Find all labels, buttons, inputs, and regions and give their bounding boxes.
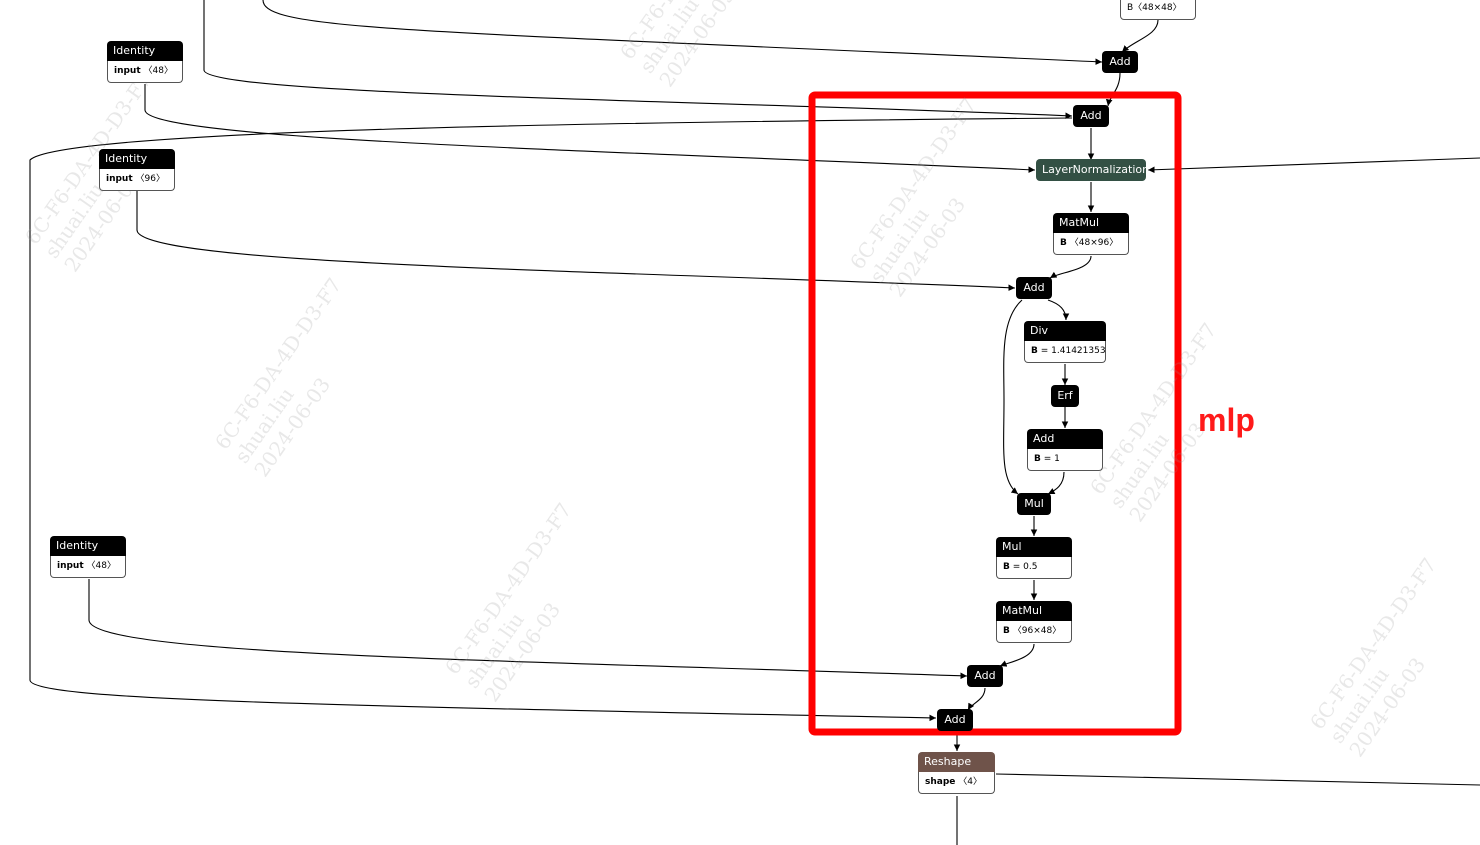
node-attr: B 〈48×96〉 xyxy=(1053,233,1129,255)
node-reshape[interactable]: Reshape shape 〈4〉 xyxy=(918,752,995,794)
node-title: Mul xyxy=(1017,493,1051,515)
edge xyxy=(1049,255,1092,279)
edge xyxy=(1105,72,1121,107)
node-title: Add xyxy=(937,709,973,731)
node-mul-2[interactable]: Mul B = 0.5 xyxy=(996,537,1072,579)
edge xyxy=(1047,299,1070,321)
node-top-matmul-b[interactable]: B〈48×48〉 xyxy=(1120,0,1196,20)
edge xyxy=(1047,471,1065,495)
node-title: Add xyxy=(1073,105,1109,127)
node-attr: B = 0.5 xyxy=(996,557,1072,579)
node-title: Add xyxy=(967,665,1003,687)
node-layernormalization[interactable]: LayerNormalization xyxy=(1036,159,1149,181)
node-mul-1[interactable]: Mul xyxy=(1017,493,1051,515)
edge xyxy=(999,643,1035,667)
edge xyxy=(136,191,1016,292)
node-title: Add xyxy=(1016,277,1052,299)
node-add-top[interactable]: Add xyxy=(1102,51,1138,73)
node-title: Identity xyxy=(50,536,126,556)
edge xyxy=(144,84,1036,173)
node-add-5[interactable]: Add xyxy=(967,665,1003,687)
node-title: Identity xyxy=(99,149,175,169)
node-attr: shape 〈4〉 xyxy=(918,772,995,794)
node-add-2[interactable]: Add xyxy=(1073,105,1109,127)
node-title: Add xyxy=(1027,429,1103,449)
node-title: Reshape xyxy=(918,752,995,772)
edge xyxy=(262,0,1103,65)
node-add-6[interactable]: Add xyxy=(937,709,973,731)
mlp-highlight-box xyxy=(808,91,1182,736)
node-add-3[interactable]: Add xyxy=(1016,277,1052,299)
node-title: Mul xyxy=(996,537,1072,557)
node-identity-3[interactable]: Identity input 〈48〉 xyxy=(50,536,126,578)
edge xyxy=(88,579,968,680)
node-title: MatMul xyxy=(1053,213,1129,233)
node-matmul-2[interactable]: MatMul B 〈96×48〉 xyxy=(996,601,1072,643)
node-title: MatMul xyxy=(996,601,1072,621)
node-identity-1[interactable]: Identity input 〈48〉 xyxy=(107,41,183,83)
edge xyxy=(203,0,1073,120)
edge xyxy=(1147,157,1480,174)
node-attr: B 〈96×48〉 xyxy=(996,621,1072,643)
node-title: Identity xyxy=(107,41,183,61)
node-attr: input 〈96〉 xyxy=(99,169,175,191)
node-attr: B = 1.41421353... xyxy=(1024,341,1106,363)
edge xyxy=(995,773,1480,786)
edge xyxy=(29,117,1073,722)
node-div[interactable]: Div B = 1.41421353... xyxy=(1024,321,1106,363)
edge xyxy=(1121,19,1159,53)
node-attr: input 〈48〉 xyxy=(107,61,183,83)
node-title: LayerNormalization xyxy=(1036,159,1149,181)
edge xyxy=(967,687,986,711)
node-attr: input 〈48〉 xyxy=(50,556,126,578)
mlp-annotation-label: mlp xyxy=(1198,402,1255,438)
node-title: Div xyxy=(1024,321,1106,341)
node-identity-2[interactable]: Identity input 〈96〉 xyxy=(99,149,175,191)
node-title: Erf xyxy=(1051,385,1079,407)
node-attr: B〈48×48〉 xyxy=(1120,0,1196,20)
node-matmul-1[interactable]: MatMul B 〈48×96〉 xyxy=(1053,213,1129,255)
edge xyxy=(1003,299,1023,495)
node-add-4[interactable]: Add B = 1 xyxy=(1027,429,1103,471)
node-title: Add xyxy=(1102,51,1138,73)
node-attr: B = 1 xyxy=(1027,449,1103,471)
node-erf[interactable]: Erf xyxy=(1051,385,1079,407)
